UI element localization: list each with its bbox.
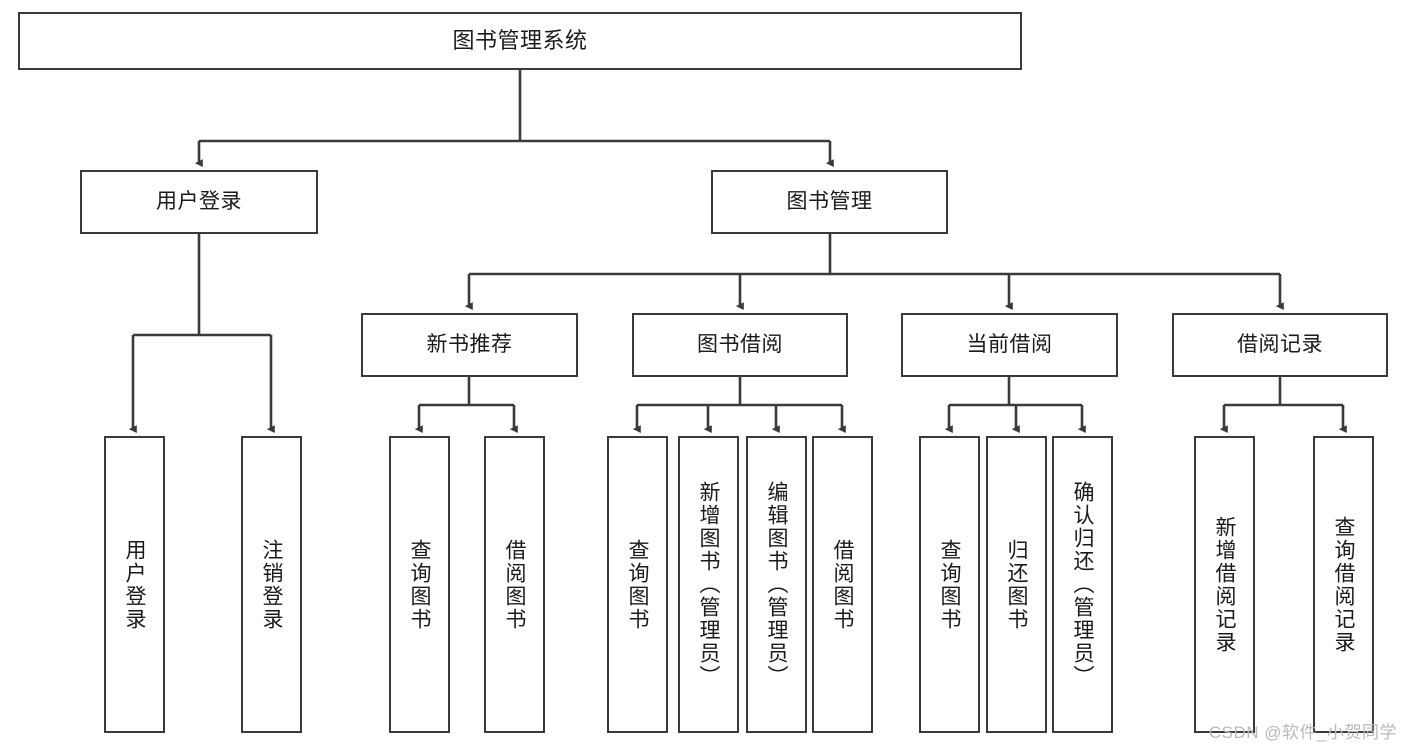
node-leaf-edit-book[interactable]: 编辑图书（管理员）: [746, 436, 807, 733]
node-book-borrowing[interactable]: 图书借阅: [632, 313, 848, 377]
node-root-system[interactable]: 图书管理系统: [18, 12, 1022, 70]
node-leaf-query-book-b[interactable]: 查询图书: [607, 436, 668, 733]
node-label: 借阅图书: [831, 538, 854, 631]
node-label: 图书借阅: [697, 332, 783, 356]
node-leaf-add-record[interactable]: 新增借阅记录: [1194, 436, 1255, 733]
node-leaf-logout[interactable]: 注销登录: [241, 436, 302, 733]
node-leaf-borrow-book-a[interactable]: 借阅图书: [484, 436, 545, 733]
node-leaf-confirm-return[interactable]: 确认归还（管理员）: [1052, 436, 1113, 733]
csdn-watermark: CSDN @软件_小贺同学: [1208, 723, 1397, 742]
node-leaf-query-book-c[interactable]: 查询图书: [919, 436, 980, 733]
node-label: 新增图书（管理员）: [697, 481, 720, 688]
node-leaf-query-book-a[interactable]: 查询图书: [389, 436, 450, 733]
node-label: 查询图书: [938, 538, 961, 631]
node-label: 注销登录: [260, 538, 283, 631]
node-user-login[interactable]: 用户登录: [80, 170, 318, 234]
node-label: 当前借阅: [966, 332, 1053, 356]
node-label: 用户登录: [123, 538, 146, 631]
node-leaf-add-book[interactable]: 新增图书（管理员）: [678, 436, 739, 733]
node-label: 编辑图书（管理员）: [765, 481, 788, 688]
node-label: 新书推荐: [426, 332, 513, 356]
node-leaf-borrow-book-b[interactable]: 借阅图书: [812, 436, 873, 733]
node-label: 图书管理系统: [452, 28, 588, 54]
node-label: 用户登录: [156, 189, 242, 213]
node-label: 归还图书: [1005, 538, 1028, 631]
node-book-management[interactable]: 图书管理: [711, 170, 948, 234]
node-label: 新增借阅记录: [1213, 515, 1236, 654]
node-label: 图书管理: [786, 189, 873, 213]
node-label: 借阅记录: [1237, 332, 1323, 356]
node-label: 查询图书: [408, 538, 431, 631]
node-leaf-user-login[interactable]: 用户登录: [104, 436, 165, 733]
node-label: 查询图书: [626, 538, 649, 631]
node-label: 确认归还（管理员）: [1071, 481, 1094, 688]
node-label: 查询借阅记录: [1332, 515, 1355, 654]
node-borrowing-records[interactable]: 借阅记录: [1172, 313, 1388, 377]
node-current-borrowing[interactable]: 当前借阅: [901, 313, 1118, 377]
node-label: 借阅图书: [503, 538, 526, 631]
node-leaf-query-record[interactable]: 查询借阅记录: [1313, 436, 1374, 733]
node-new-book-recommendation[interactable]: 新书推荐: [361, 313, 578, 377]
node-leaf-return-book[interactable]: 归还图书: [986, 436, 1047, 733]
